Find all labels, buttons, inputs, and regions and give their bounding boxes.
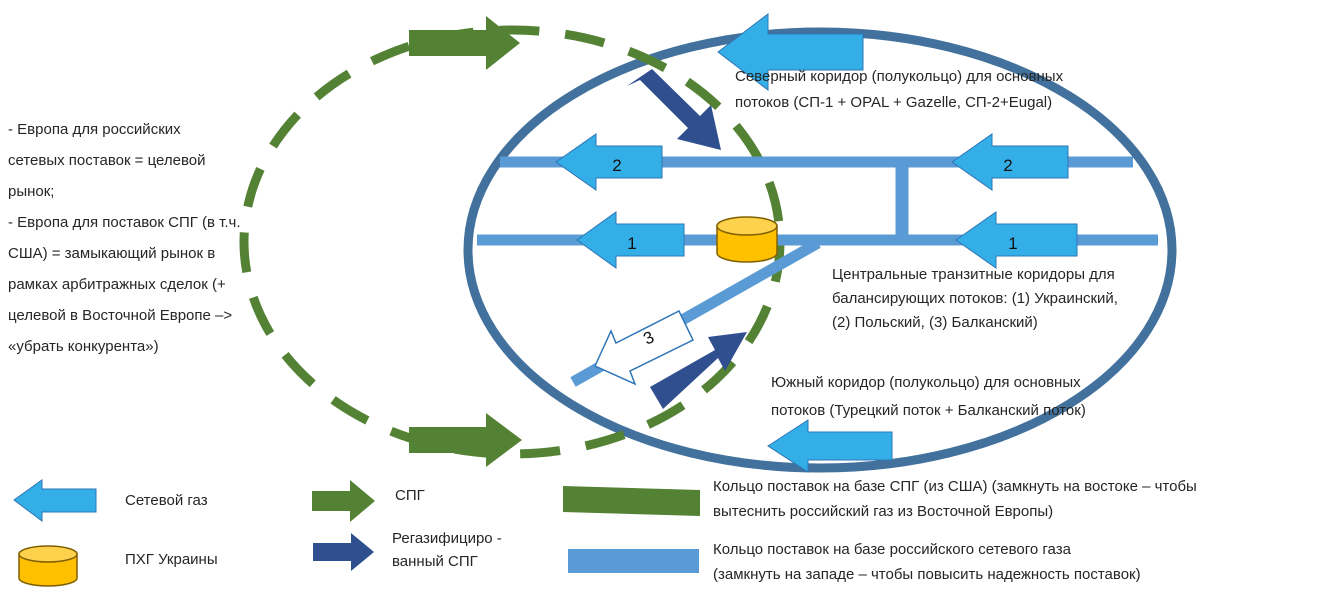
southern-corridor-line2: потоков (Турецкий поток + Балканский пот… xyxy=(771,402,1086,419)
lng-arrow-top xyxy=(409,16,520,70)
northern-corridor-label: Северный коридор (полукольцо) для основн… xyxy=(735,64,1063,116)
regas-arrow-south xyxy=(650,332,747,409)
left-note-line: - Европа для российских xyxy=(8,121,181,138)
left-note-line: целевой в Восточной Европе –> xyxy=(8,307,233,324)
lng-arrow-bottom xyxy=(409,413,522,467)
central-corridors-label: Центральные транзитные коридоры для бала… xyxy=(832,263,1118,335)
left-note-line: сетевых поставок = целевой xyxy=(8,152,206,169)
left-note-line: «убрать конкурента») xyxy=(8,338,159,355)
legend-lng-ring-bar xyxy=(563,486,700,516)
regas-arrows xyxy=(627,69,747,409)
legend xyxy=(13,479,700,587)
legend-ugs-icon xyxy=(18,545,78,587)
route2-east-label: 2 xyxy=(1003,156,1012,175)
legend-pipe-ring-line1: Кольцо поставок на базе российского сете… xyxy=(713,541,1071,558)
route2-west-label: 2 xyxy=(612,156,621,175)
legend-pipe-ring-line2: (замкнуть на западе – чтобы повысить над… xyxy=(713,566,1141,583)
route1-east-label: 1 xyxy=(1008,234,1017,253)
legend-regas-label: Регазифициро - ванный СПГ xyxy=(392,527,502,573)
legend-regas-line2: ванный СПГ xyxy=(392,553,478,570)
legend-lng-ring-line2: вытеснить российский газ из Восточной Ев… xyxy=(713,503,1054,520)
left-note-line: рынок; xyxy=(8,183,55,200)
pipeline-arrow-route1-west xyxy=(576,211,685,269)
pipeline-arrow-route1-east xyxy=(955,211,1078,269)
left-note-line: рамках арбитражных сделок (+ xyxy=(8,276,226,293)
lng-arrows xyxy=(409,16,522,467)
left-note-line: - Европа для поставок СПГ (в т.ч. xyxy=(8,214,241,231)
central-corridors-line2: балансирующих потоков: (1) Украинский, xyxy=(832,290,1118,307)
left-note-line: США) = замыкающий рынок в xyxy=(8,245,216,262)
legend-lng-label: СПГ xyxy=(395,487,425,504)
legend-pipe-ring-bar xyxy=(568,549,699,573)
legend-pipeline-arrow-icon xyxy=(13,479,97,522)
pipeline-arrow-route2-east xyxy=(951,133,1069,191)
legend-lng-arrow-icon xyxy=(312,480,375,522)
left-notes: - Европа для российских сетевых поставок… xyxy=(8,117,241,360)
pipeline-arrow-top xyxy=(717,12,864,92)
legend-pipeline-gas-label: Сетевой газ xyxy=(125,492,208,509)
pipeline-supply-ring xyxy=(463,27,1177,473)
legend-lng-ring-line1: Кольцо поставок на базе СПГ (из США) (за… xyxy=(713,478,1197,495)
southern-corridor-line1: Южный коридор (полукольцо) для основных xyxy=(771,374,1081,391)
legend-ugs-label: ПХГ Украины xyxy=(125,551,218,568)
legend-lng-ring-label: Кольцо поставок на базе СПГ (из США) (за… xyxy=(713,474,1197,524)
pipeline-arrow-route2-west xyxy=(555,133,663,191)
central-corridors-line1: Центральные транзитные коридоры для xyxy=(832,266,1115,283)
legend-pipe-ring-label: Кольцо поставок на базе российского сете… xyxy=(713,537,1141,587)
central-corridors-line3: (2) Польский, (3) Балканский) xyxy=(832,314,1038,331)
ugs-storage-icon xyxy=(716,216,778,263)
legend-regas-line1: Регазифициро - xyxy=(392,530,502,547)
northern-corridor-line1: Северный коридор (полукольцо) для основн… xyxy=(735,68,1064,85)
legend-regas-arrow-icon xyxy=(313,533,374,571)
route3-arrow xyxy=(594,309,694,386)
northern-corridor-line2: потоков (СП-1 + OPAL + Gazelle, СП-2+Eug… xyxy=(735,94,1053,111)
pipeline-arrows xyxy=(555,12,1078,473)
pipeline-arrow-south xyxy=(767,419,893,473)
regas-arrow-north xyxy=(627,69,721,150)
southern-corridor-label: Южный коридор (полукольцо) для основных … xyxy=(771,369,1086,425)
route1-west-label: 1 xyxy=(627,234,636,253)
